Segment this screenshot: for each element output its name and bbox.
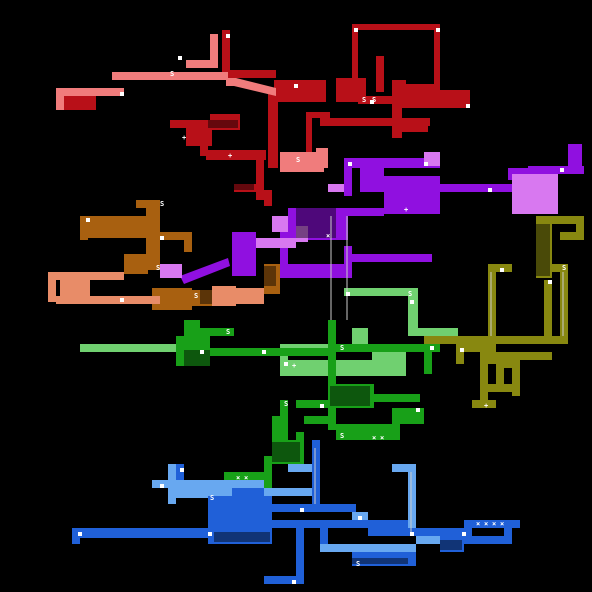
missile-icon: × — [380, 434, 384, 442]
door-icon — [466, 104, 470, 108]
missile-icon: × — [244, 474, 248, 482]
save-station-icon: S — [562, 264, 566, 272]
missile-icon: × — [236, 474, 240, 482]
save-station-icon: S — [170, 70, 174, 78]
save-station-icon: S — [284, 400, 288, 408]
save-station-icon: S — [372, 96, 376, 104]
energy-tank-icon: + — [182, 134, 186, 142]
shafts — [314, 216, 564, 536]
energy-tank-icon: + — [404, 206, 408, 214]
save-station-icon: S — [362, 96, 366, 104]
zone-brown — [80, 200, 280, 310]
energy-tank-icon: + — [292, 362, 296, 370]
door-icon — [488, 188, 492, 192]
energy-tank-icon: + — [484, 402, 488, 410]
door-icon — [410, 532, 414, 536]
save-station-icon: S — [296, 156, 300, 164]
door-icon — [120, 298, 124, 302]
door-icon — [120, 92, 124, 96]
door-icon — [462, 532, 466, 536]
door-icon — [430, 346, 434, 350]
zone-red — [62, 24, 470, 206]
door-icon — [262, 350, 266, 354]
save-station-icon: S — [160, 200, 164, 208]
missile-icon: × — [484, 520, 488, 528]
door-icon — [416, 408, 420, 412]
zone-blue — [72, 440, 520, 584]
door-icon — [78, 532, 82, 536]
save-station-icon: S — [156, 264, 160, 272]
door-icon — [424, 162, 428, 166]
door-icon — [560, 168, 564, 172]
door-icon — [292, 580, 296, 584]
door-icon — [548, 280, 552, 284]
door-icon — [460, 348, 464, 352]
door-icon — [358, 516, 362, 520]
missile-icon: × — [500, 520, 504, 528]
save-station-icon: S — [340, 344, 344, 352]
door-icon — [86, 218, 90, 222]
door-icon — [160, 484, 164, 488]
zone-salmon — [56, 34, 328, 172]
missile-icon: × — [326, 232, 330, 240]
doors — [78, 28, 564, 584]
zone-lilac — [160, 152, 558, 278]
door-icon — [354, 28, 358, 32]
save-station-icon: S — [210, 494, 214, 502]
save-station-icon: S — [226, 328, 230, 336]
missile-icon: × — [476, 520, 480, 528]
zone-peach — [48, 272, 264, 306]
door-icon — [226, 34, 230, 38]
door-icon — [410, 300, 414, 304]
save-station-icon: S — [408, 290, 412, 298]
hatched-rooms — [184, 120, 550, 564]
door-icon — [294, 84, 298, 88]
door-icon — [320, 404, 324, 408]
door-icon — [500, 268, 504, 272]
save-station-icon: S — [194, 292, 198, 300]
door-icon — [346, 292, 350, 296]
save-station-icon: S — [340, 432, 344, 440]
door-icon — [370, 100, 374, 104]
door-icon — [300, 508, 304, 512]
door-icon — [348, 162, 352, 166]
energy-tank-icon: + — [228, 152, 232, 160]
door-icon — [436, 28, 440, 32]
missile-icon: × — [492, 520, 496, 528]
door-icon — [180, 468, 184, 472]
missile-icon: × — [372, 434, 376, 442]
door-icon — [200, 350, 204, 354]
door-icon — [178, 56, 182, 60]
door-icon — [284, 362, 288, 366]
door-icon — [208, 532, 212, 536]
zone-olive — [424, 216, 584, 408]
save-station-icon: S — [356, 560, 360, 568]
door-icon — [160, 236, 164, 240]
